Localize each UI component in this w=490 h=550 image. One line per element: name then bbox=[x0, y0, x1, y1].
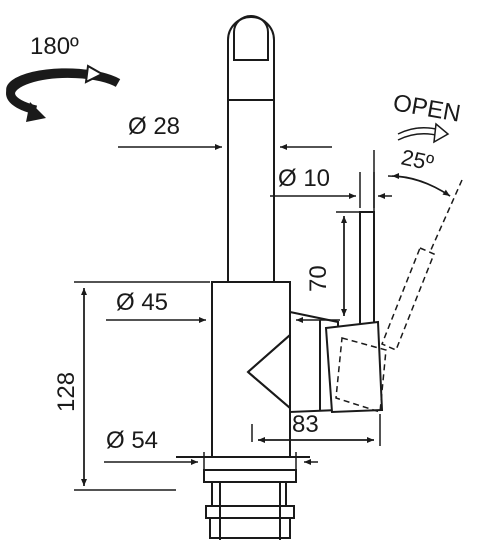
lever-reach-label: 83 bbox=[292, 411, 319, 438]
spout-outline bbox=[227, 15, 275, 283]
open-label: OPEN bbox=[391, 89, 463, 127]
faucet-body-outline bbox=[211, 281, 339, 458]
open-direction-arrow-icon bbox=[397, 122, 450, 144]
mounting-base-outline bbox=[176, 456, 310, 540]
dimension-lines bbox=[74, 144, 463, 491]
lever-diameter-label: Ø 10 bbox=[278, 165, 330, 192]
rotation-angle-label: 180º bbox=[30, 33, 79, 60]
lever-closed-outline bbox=[324, 211, 384, 414]
total-height-label: 128 bbox=[53, 372, 80, 412]
rotation-arrow-icon bbox=[6, 64, 121, 122]
lever-height-label: 70 bbox=[305, 265, 332, 292]
lever-open-dashed-outline bbox=[335, 247, 435, 413]
spout-diameter-label: Ø 28 bbox=[128, 113, 180, 140]
body-diameter-label: Ø 45 bbox=[116, 289, 168, 316]
base-diameter-label: Ø 54 bbox=[106, 427, 158, 454]
open-angle-label: 25º bbox=[399, 144, 436, 175]
